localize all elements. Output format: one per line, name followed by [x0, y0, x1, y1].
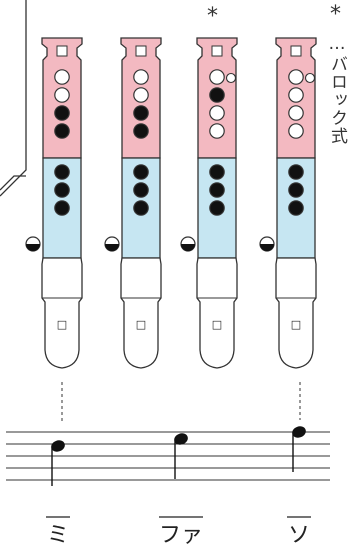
previous-panel-frame: [0, 0, 26, 196]
hole-3-open: [289, 106, 303, 120]
thumb-half-covered-icon: [181, 244, 195, 251]
hole-6-closed: [55, 183, 69, 197]
note-group: [50, 424, 308, 486]
hole-7-closed: [289, 201, 303, 215]
foot-symbol: □: [291, 318, 301, 331]
hole-5-closed: [289, 165, 303, 179]
thumb-half-covered-icon: [26, 244, 40, 251]
note-label-3: ソ: [288, 523, 310, 548]
recorder-fa: □: [105, 38, 161, 368]
recorder-so-baroque: □: [181, 38, 237, 368]
hole-6-closed: [134, 183, 148, 197]
hole-6-closed: [289, 183, 303, 197]
foot-symbol: □: [136, 318, 146, 331]
hole-6-closed: [210, 183, 224, 197]
note-marker-star: *: [330, 2, 341, 27]
thumb-half-covered-icon: [105, 244, 119, 251]
hole-7-closed: [134, 201, 148, 215]
recorder-foot: [197, 258, 237, 368]
recorder-foot: [276, 258, 316, 368]
hole-5-closed: [134, 165, 148, 179]
hole-7-closed: [55, 201, 69, 215]
foot-symbol: □: [212, 318, 222, 331]
side-hole-icon: [306, 74, 315, 83]
recorder-foot: [121, 258, 161, 368]
baroque-note: …バロック式: [326, 34, 348, 145]
hole-2-closed: [210, 88, 224, 102]
note-label-group: ミ ファ ソ: [46, 517, 311, 548]
hole-3-open: [210, 106, 224, 120]
window-icon: [291, 46, 301, 56]
hole-4-closed: [55, 124, 69, 138]
hole-5-closed: [210, 165, 224, 179]
hole-4-open: [289, 124, 303, 138]
hole-2-open: [134, 88, 148, 102]
recorder-group: □ □ □ □: [26, 38, 316, 422]
note-text: バロック式: [327, 55, 347, 145]
baroque-marker-star: *: [207, 4, 218, 29]
recorder-so: □: [260, 38, 316, 368]
thumb-half-covered-icon: [260, 244, 274, 251]
note-label-1: ミ: [47, 523, 69, 548]
side-hole-icon: [227, 74, 236, 83]
hole-4-open: [210, 124, 224, 138]
hole-3-closed: [55, 106, 69, 120]
hole-1-open: [55, 70, 69, 84]
hole-1-open: [289, 70, 303, 84]
note-label-2: ファ: [159, 523, 203, 548]
hole-1-open: [210, 70, 224, 84]
hole-2-open: [55, 88, 69, 102]
hole-1-open: [134, 70, 148, 84]
window-icon: [212, 46, 222, 56]
hole-7-closed: [210, 201, 224, 215]
recorder-foot: [42, 258, 82, 368]
foot-symbol: □: [57, 318, 67, 331]
hole-2-open: [289, 88, 303, 102]
hole-4-closed: [134, 124, 148, 138]
note-colon: …: [327, 34, 347, 55]
music-staff: [6, 432, 330, 480]
hole-5-closed: [55, 165, 69, 179]
window-icon: [136, 46, 146, 56]
hole-3-closed: [134, 106, 148, 120]
window-icon: [57, 46, 67, 56]
recorder-mi: □: [26, 38, 82, 368]
